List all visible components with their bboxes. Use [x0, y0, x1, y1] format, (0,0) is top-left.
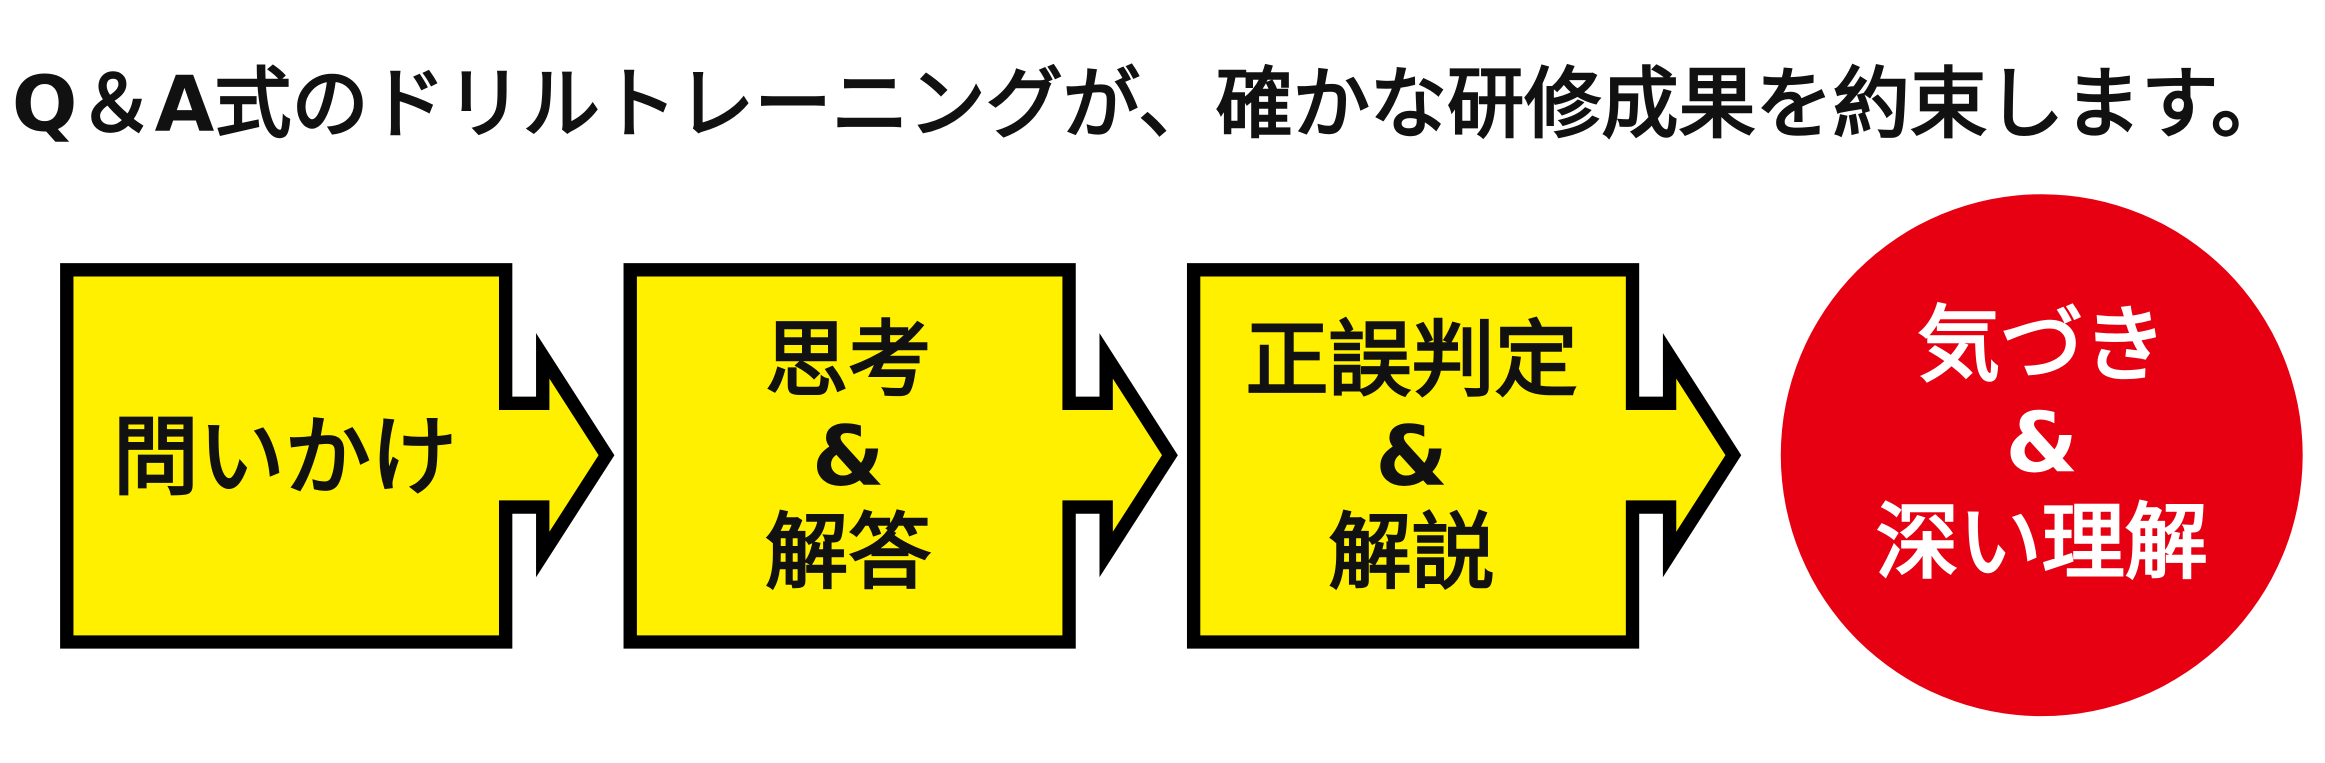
step-1-label: 問いかけ — [113, 407, 457, 507]
step-3-line-2: & — [1375, 408, 1447, 505]
result-line-1: 気づき — [1917, 297, 2166, 394]
step-3-line-1: 正誤判定 — [1246, 311, 1578, 408]
arrow-box-shape — [623, 263, 1178, 649]
result-circle: 気づき & 深い理解 — [1780, 194, 2303, 717]
arrow-box-shape — [60, 263, 615, 649]
step-2-arrow-box: 思考 & 解答 — [623, 263, 1178, 649]
step-2-line-2: & — [812, 408, 884, 505]
result-line-2: & — [2006, 395, 2078, 492]
step-2-line-3: 解答 — [765, 504, 932, 601]
headline: Q＆A式のドリルトレーニングが、確かな研修成果を約束します。 — [12, 59, 2288, 149]
step-3-line-3: 解説 — [1329, 504, 1495, 601]
step-2-line-1: 思考 — [765, 311, 931, 408]
step-1-arrow-box: 問いかけ — [60, 263, 615, 649]
step-3-arrow-box: 正誤判定 & 解説 — [1186, 263, 1742, 649]
arrow-box-shape — [1186, 263, 1742, 649]
result-line-3: 深い理解 — [1876, 494, 2208, 591]
circle-shape — [1780, 194, 2303, 717]
